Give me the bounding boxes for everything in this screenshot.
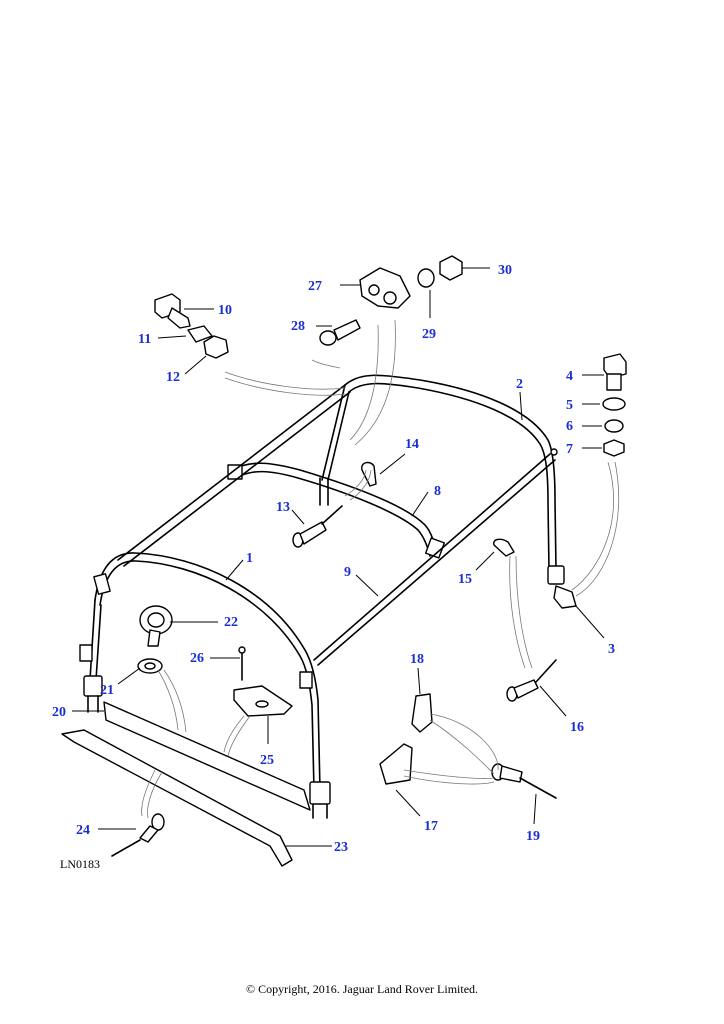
nut-7 [603,439,625,457]
hood-frame [79,319,620,819]
bolt-4 [603,353,627,391]
callout-14: 14 [405,437,419,452]
washer-5 [602,397,626,411]
callout-8: 8 [434,484,441,499]
eye-bolt-22 [139,605,173,647]
callout-21: 21 [100,683,114,698]
callout-18: 18 [410,652,424,667]
bolt-10 [154,293,191,329]
callout-4: 4 [566,369,573,384]
copyright-notice: © Copyright, 2016. Jaguar Land Rover Lim… [246,982,478,996]
callout-16: 16 [570,720,584,735]
square-nut-11 [187,325,213,343]
nut-12 [203,335,229,359]
callout-20: 20 [52,705,66,720]
callout-24: 24 [76,823,90,838]
rivet-16 [506,659,557,702]
callout-22: 22 [224,615,238,630]
callout-1: 1 [246,551,253,566]
callout-17: 17 [424,819,438,834]
callout-30: 30 [498,263,512,278]
grommet-21 [137,658,163,674]
bracket-17 [379,743,413,785]
nut-30 [439,255,463,281]
washer-6 [604,419,624,433]
callout-27: 27 [308,279,322,294]
rivet-24 [111,813,165,857]
center-hoop [227,462,446,559]
callout-19: 19 [526,829,540,844]
bracket-18 [411,693,433,733]
callout-7: 7 [566,442,573,457]
callout-13: 13 [276,500,290,515]
front-hoop [79,552,331,819]
callout-3: 3 [608,642,615,657]
rivet-13 [292,505,343,548]
callout-10: 10 [218,303,232,318]
screw-28 [319,319,361,346]
callout-23: 23 [334,840,348,855]
callout-9: 9 [344,565,351,580]
strip-23 [61,729,293,867]
callout-2: 2 [516,377,523,392]
block-27 [359,267,411,309]
callout-6: 6 [566,419,573,434]
rivet-19 [491,763,557,799]
side-rails [117,384,556,666]
callouts: 10 11 12 27 28 29 30 2 4 5 6 7 3 14 8 1 … [52,263,615,855]
leader-lines [72,267,605,847]
callout-28: 28 [291,319,305,334]
callout-12: 12 [166,370,180,385]
washer-29 [417,268,435,288]
strip-20 [103,701,311,811]
shackle-15 [493,538,515,557]
callout-29: 29 [422,327,436,342]
shackle-14 [361,461,377,487]
callout-11: 11 [138,332,151,347]
callout-26: 26 [190,651,204,666]
rear-hoop [319,374,577,609]
callout-15: 15 [458,572,472,587]
callout-5: 5 [566,398,573,413]
diagram-reference: LN0183 [60,857,100,871]
callout-25: 25 [260,753,274,768]
